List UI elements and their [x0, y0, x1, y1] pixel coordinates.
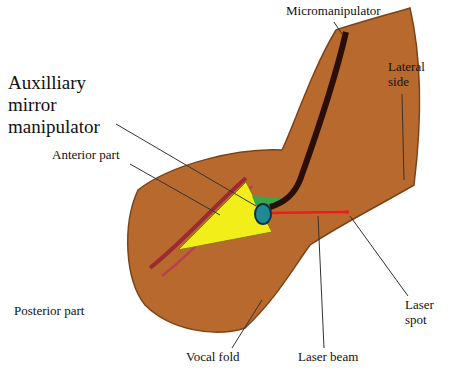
part-label: Auxilliary mirror manipulator — [8, 72, 124, 138]
leader-line — [116, 124, 256, 206]
leader-line — [232, 300, 262, 348]
part-label: Vocal fold — [186, 350, 276, 365]
glottis-opening — [178, 182, 272, 250]
part-label: Anterior part — [52, 148, 152, 163]
leader-line — [130, 164, 220, 215]
auxiliary-mirror — [255, 204, 271, 224]
part-label: Laser beam — [298, 350, 388, 365]
leader-line — [350, 216, 408, 296]
leader-line — [318, 216, 324, 348]
micromanipulator-arm — [270, 32, 346, 207]
part-label: Lateral side — [388, 60, 430, 90]
part-label: Laser spot — [405, 298, 445, 328]
leader-lines — [116, 22, 408, 348]
larynx-tissue — [128, 8, 420, 332]
laser-beam — [266, 212, 346, 213]
leader-line — [334, 22, 342, 34]
part-label: Micromanipulator — [286, 4, 406, 19]
part-label: Posterior part — [14, 304, 124, 319]
leader-line — [402, 94, 404, 180]
laser-spot-mark — [345, 210, 349, 214]
